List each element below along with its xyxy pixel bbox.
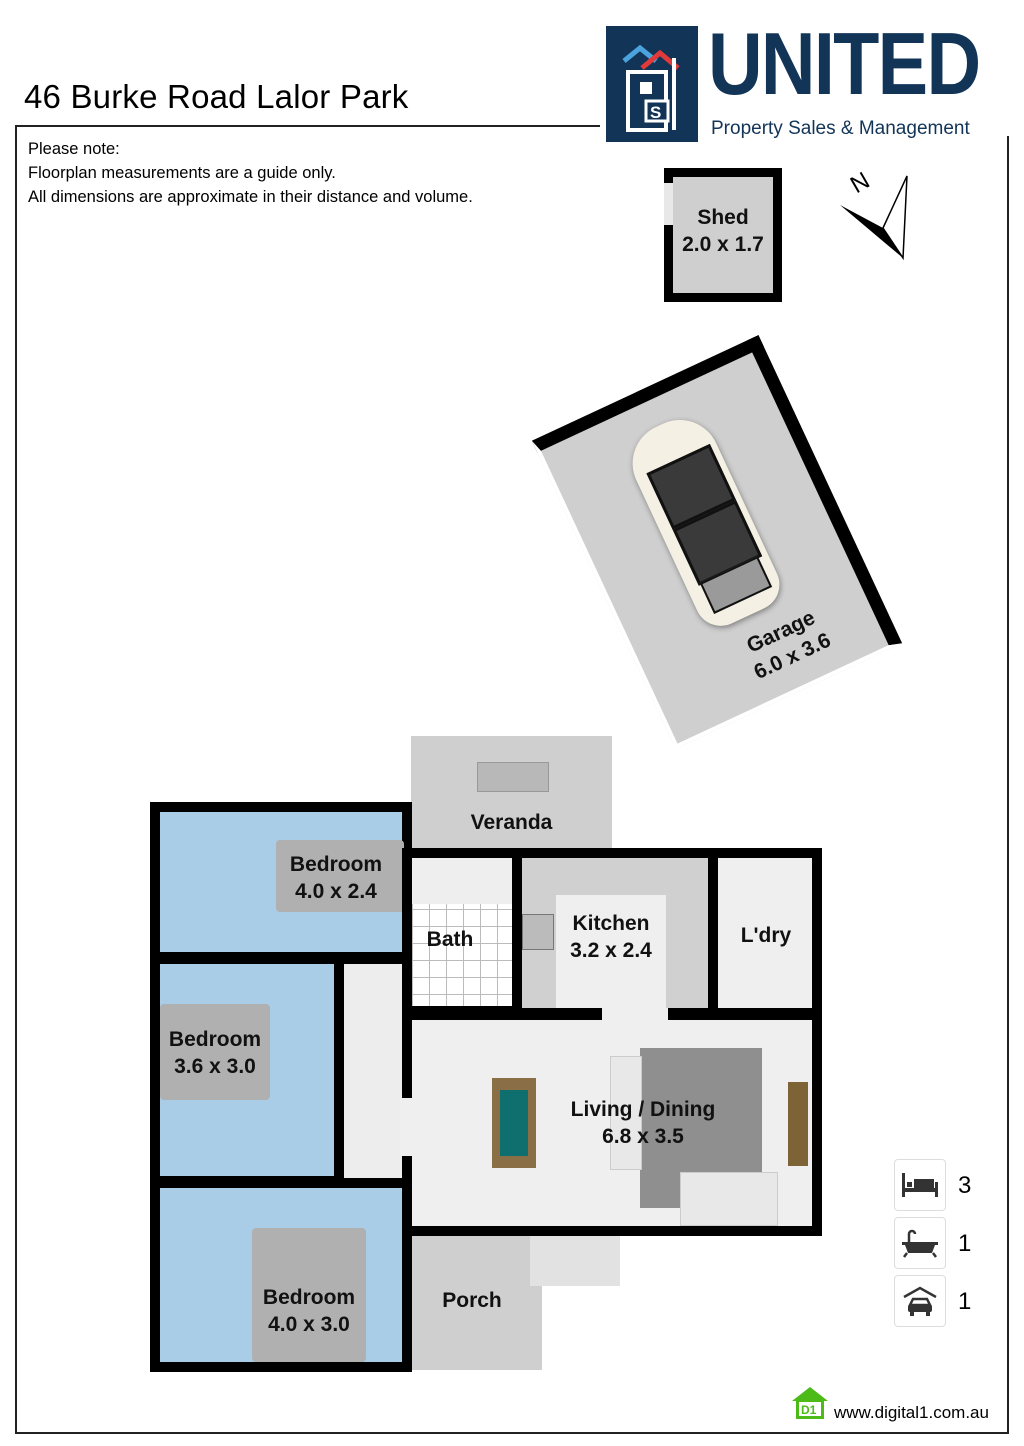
sofa-icon [610, 1056, 642, 1170]
steps [530, 1236, 620, 1286]
stat-bathrooms [894, 1217, 946, 1269]
bathtub-icon [902, 1229, 938, 1258]
svg-text:S: S [650, 103, 661, 122]
kitchen-floor [556, 895, 666, 1008]
room-bedroom-2-ext [160, 1120, 290, 1176]
room-veranda [411, 736, 612, 848]
stat-bedrooms [894, 1159, 946, 1211]
svg-text:N: N [846, 167, 875, 199]
room-laundry [718, 858, 812, 1008]
room-label-laundry: L'dry [740, 924, 792, 947]
room-bath [412, 858, 512, 1006]
stat-bathrooms-count: 1 [958, 1230, 972, 1257]
note-line: All dimensions are approximate in their … [28, 188, 473, 206]
bathtub-fixture [412, 858, 512, 904]
plan-frame [15, 125, 1009, 1434]
room-label-porch: Porch [442, 1289, 502, 1312]
brand-logo [600, 14, 1010, 144]
disclaimer-note: Please note: Floorplan measurements are … [28, 137, 473, 209]
north-arrow-icon: N [840, 167, 908, 261]
brand-name: UNITED [708, 14, 981, 113]
sofa-icon [680, 1172, 778, 1226]
bed-icon [276, 840, 404, 912]
brand-logo-mark: S [606, 26, 698, 142]
house-logo-icon: S [622, 44, 680, 132]
garage-car-icon [903, 1286, 937, 1316]
svg-text:D1: D1 [801, 1403, 817, 1417]
stat-garages [894, 1275, 946, 1327]
stove-icon [522, 914, 554, 950]
stat-garages-count: 1 [958, 1288, 972, 1315]
brand-tagline: Property Sales & Management [711, 118, 970, 139]
house-badge-icon: D1 [792, 1387, 828, 1419]
room-label-bath: Bath [426, 928, 474, 951]
hall-living-opening [400, 1098, 414, 1156]
room-porch [412, 1236, 542, 1370]
note-line: Floorplan measurements are a guide only. [28, 164, 336, 182]
bed-icon [902, 1173, 938, 1197]
tv-unit-icon [788, 1082, 808, 1166]
property-address-title: 46 Burke Road Lalor Park [24, 78, 409, 115]
outdoor-table-icon [477, 762, 549, 792]
digital1-logo: D1 [790, 1385, 830, 1421]
room-shed [664, 168, 782, 302]
footer-website-link[interactable]: www.digital1.com.au [834, 1403, 989, 1422]
kitchen-living-opening [602, 1008, 668, 1020]
note-heading: Please note: [28, 140, 120, 158]
dining-table-icon [492, 1078, 536, 1168]
hallway [344, 964, 402, 1178]
compass: N [835, 160, 915, 270]
bed-icon [252, 1228, 366, 1362]
stat-bedrooms-count: 3 [958, 1172, 972, 1199]
bed-icon [160, 1004, 270, 1100]
room-label-veranda: Veranda [470, 811, 553, 834]
